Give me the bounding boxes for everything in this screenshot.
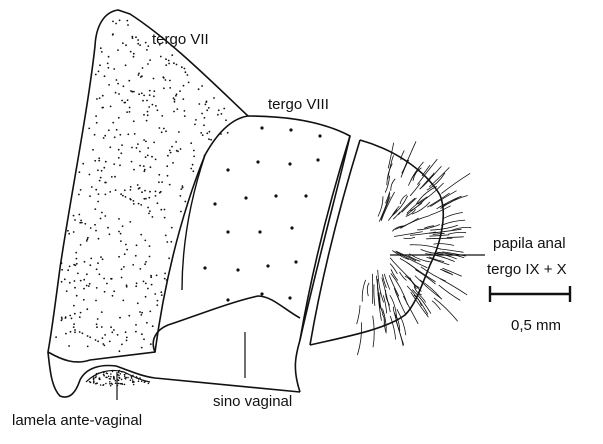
label-lamela-ante-vaginal: lamela ante-vaginal bbox=[12, 413, 142, 428]
tergo-vii-shape bbox=[48, 10, 248, 362]
papila-anal-shape bbox=[310, 140, 443, 345]
papila-anal-setae bbox=[357, 141, 472, 355]
label-tergo-ix-x: tergo IX + X bbox=[487, 262, 567, 277]
tergo-vii-stipple bbox=[55, 19, 228, 352]
lamela-ante-vaginal-shape bbox=[48, 352, 300, 397]
label-papila-anal: papila anal bbox=[493, 236, 566, 251]
sino-vaginal-shape bbox=[153, 296, 300, 352]
tergo-viii-shape bbox=[248, 116, 350, 392]
label-tergo-vii: tergo VII bbox=[152, 32, 209, 47]
lamela-stipple bbox=[89, 370, 149, 387]
label-tergo-viii: tergo VIII bbox=[268, 97, 329, 112]
band-line-2 bbox=[310, 140, 360, 345]
label-scale: 0,5 mm bbox=[511, 318, 561, 333]
scale-bar bbox=[490, 286, 570, 302]
tergo-viii-left-edge bbox=[182, 155, 205, 290]
label-sino-vaginal: sino vaginal bbox=[213, 394, 292, 409]
tergo-viii-dots bbox=[203, 126, 321, 301]
